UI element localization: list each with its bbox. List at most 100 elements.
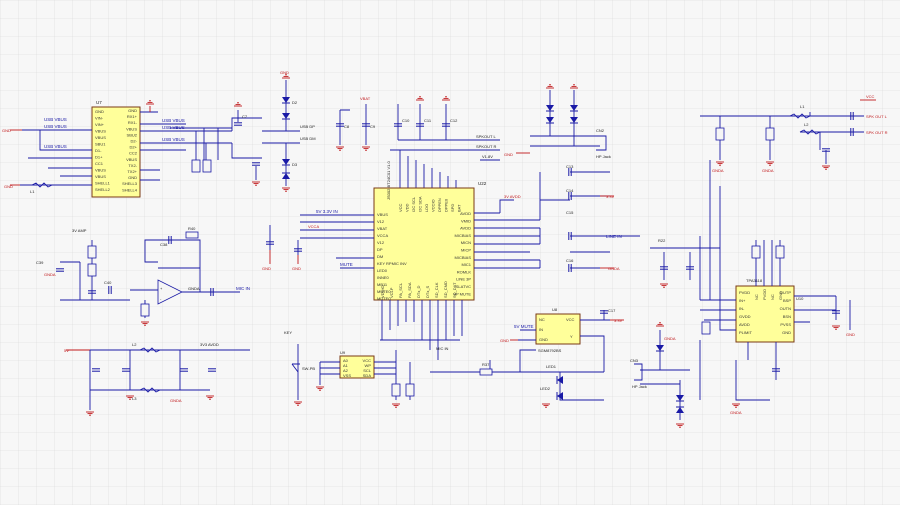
u8-gnd: GND bbox=[500, 338, 509, 343]
u10-right-pin: BSN bbox=[783, 314, 791, 319]
usb-vbus-net-2: USB VBUS bbox=[44, 124, 67, 129]
u22-right-pin: VP MUTE bbox=[453, 291, 471, 296]
u10-wiring: GND R22 GNDA bbox=[650, 160, 855, 415]
u7-right-pins: GNDRX1+RX1-VBUSSBU2D2-D2+CC2VBUSTX2-TX2+… bbox=[122, 108, 138, 192]
d-plus-net: USB DP bbox=[300, 124, 315, 129]
u10-right-pin: BSP bbox=[783, 298, 791, 303]
u8-logic[interactable]: U8 SGM8792BS NC IN GND VCC Y C17 3.3V 5V… bbox=[430, 307, 624, 408]
u10-part: TPA3118 bbox=[746, 278, 763, 283]
u7-left-pin: SHELL1 bbox=[95, 181, 111, 186]
u22-right-pin: ROMLK bbox=[457, 269, 472, 274]
u9-pin: VSS bbox=[343, 373, 351, 378]
u22-bottom-pin: DTx_D bbox=[416, 285, 421, 298]
u7-right-pin: RX1+ bbox=[127, 114, 138, 119]
u7-left-pin: VIN+ bbox=[95, 122, 105, 127]
usb-vbus-net-4: USB VBUS bbox=[162, 118, 185, 123]
c13-label: C13 bbox=[566, 164, 574, 169]
u22-avdd-net: 3V AVDD bbox=[504, 194, 521, 199]
c8-label: C8 bbox=[344, 124, 350, 129]
u10-ref: U10 bbox=[796, 296, 804, 301]
pf-l2-label: L2 bbox=[132, 342, 137, 347]
u10-left-pin: GVDD bbox=[739, 314, 751, 319]
u22-top-pin: BAT bbox=[457, 204, 462, 212]
r22-label: R22 bbox=[658, 238, 666, 243]
headphone-jack-bottom[interactable]: CN3 HP Jack GNDA bbox=[630, 322, 690, 428]
u22-right-pin: SLATVC bbox=[456, 284, 471, 289]
u10-right-pin: OUTP bbox=[780, 290, 791, 295]
c17-label: C17 bbox=[608, 308, 616, 313]
u7-right-pin: TX2- bbox=[128, 163, 137, 168]
u9-pin: SCL bbox=[363, 368, 372, 373]
u22-top-pin: VCC bbox=[398, 203, 403, 212]
u8-pin-vcc: VCC bbox=[566, 317, 575, 322]
usb-l1-label: L1 bbox=[30, 189, 35, 194]
u9-pin: A1 bbox=[343, 363, 349, 368]
u10-top-pin: PVDD bbox=[762, 289, 767, 300]
decoupling-caps-top: C8 C9 VBAT C10 C11 C12 SPKOUT L SPKOUT R… bbox=[335, 96, 500, 188]
vbat-top-label: VBAT bbox=[360, 96, 371, 101]
u10-top-pin: NC bbox=[754, 294, 759, 300]
usb-connector-u7[interactable]: U7 GNDVIN-VIN+VBUSVBUSSBU1D1-D1+CC1VBUSV… bbox=[91, 100, 141, 198]
u22-bottom-pin: VDDIO bbox=[380, 285, 385, 298]
opamp-3v-net: 3V AMP bbox=[72, 228, 87, 233]
u22-right-wiring: C13 C14 C15 C16 3.3V LINE IN GNDA 3V AVD… bbox=[474, 164, 640, 273]
d2-label: D2 bbox=[292, 100, 298, 105]
u22-5v-in-net: 5V 3.3V IN bbox=[316, 209, 338, 214]
u9-ref: U9 bbox=[340, 350, 346, 355]
usb-vbus-net-5: USB VBUS bbox=[162, 125, 185, 130]
u22-right-pin: MICP bbox=[461, 248, 471, 253]
pf-3v-avdd: 3V3 AVDD bbox=[200, 342, 219, 347]
u8-pin-in: IN bbox=[539, 327, 543, 332]
u22-bottom-pin: SD_DAT bbox=[452, 282, 457, 298]
u22-top-pin: VCCIO bbox=[431, 199, 436, 212]
u22-left-pin: V12 bbox=[377, 240, 385, 245]
u7-left-pin: CC1 bbox=[95, 161, 104, 166]
u22-left-pin: VCCA bbox=[377, 233, 388, 238]
opamp-minus: - bbox=[160, 296, 162, 301]
c11-label: C11 bbox=[424, 118, 432, 123]
u8-ref: U8 bbox=[552, 307, 558, 312]
u7-left-pin: D1- bbox=[95, 148, 102, 153]
key-button[interactable]: KEY SW-PB bbox=[284, 330, 315, 406]
usb-gnd-bottom-label: GND bbox=[4, 184, 13, 189]
u22-bottom-wiring: MIC IN bbox=[380, 300, 463, 360]
hp-bottom-gnda: GNDA bbox=[664, 336, 676, 341]
r37-label: R37 bbox=[482, 362, 490, 367]
u7-right-pin: GND bbox=[128, 175, 137, 180]
u9-pin: A2 bbox=[343, 368, 349, 373]
led1-label: LED1 bbox=[546, 364, 557, 369]
u10-left-pin: PLIMIT bbox=[739, 330, 752, 335]
opamp-gnda: GNDA bbox=[188, 286, 200, 291]
u10-left-pin: AVDD bbox=[739, 322, 750, 327]
usb-vbus-net-1: USB VBUS bbox=[44, 117, 67, 122]
c39-label: C39 bbox=[36, 260, 44, 265]
hp-gnd-label: GND bbox=[504, 152, 513, 157]
u7-left-pin: D1+ bbox=[95, 155, 103, 160]
u8-pin-nc: NC bbox=[539, 317, 545, 322]
usb-esd-block: C7 D2 D3 USB DP USB DM GND bbox=[231, 70, 316, 192]
c9-label: C9 bbox=[370, 124, 376, 129]
u22-vcca-net: VCCA bbox=[308, 224, 319, 229]
u22-line-in-net: LINE IN bbox=[606, 234, 622, 239]
out-l2-label: L2 bbox=[804, 122, 809, 127]
out-gnda-2: GNDA bbox=[762, 168, 774, 173]
u22-left-pin: VBAT bbox=[377, 226, 388, 231]
u9-pin: WP bbox=[365, 363, 372, 368]
u22-left-wiring: 5V 3.3V IN VCCA GND GND MUTE bbox=[262, 209, 374, 271]
u8-v33: 3.3V bbox=[614, 318, 623, 323]
headphone-jack-top[interactable]: CN2 HP Jack GND bbox=[504, 84, 611, 159]
u22-left-pin: MUTE0 bbox=[377, 296, 391, 301]
u7-left-pin: VIN- bbox=[95, 116, 104, 121]
u7-left-pins: GNDVIN-VIN+VBUSVBUSSBU1D1-D1+CC1VBUSVBUS… bbox=[95, 109, 111, 192]
u7-left-pin: VBUS bbox=[95, 168, 106, 173]
u22-bottom-pin: DTx_S bbox=[425, 285, 430, 298]
power-filter-bottom-left: 5V L2 L3 3V3 AVDD GNDA bbox=[64, 342, 250, 416]
u8-part: SGM8792BS bbox=[538, 348, 562, 353]
u22-top-pin: I2C SCL bbox=[411, 196, 416, 212]
speaker-output-filter: L1 L2 SPK OUT L SPK OUT R VCC GNDA GNDA bbox=[700, 94, 888, 173]
esd-gnd-top: GND bbox=[280, 70, 289, 75]
